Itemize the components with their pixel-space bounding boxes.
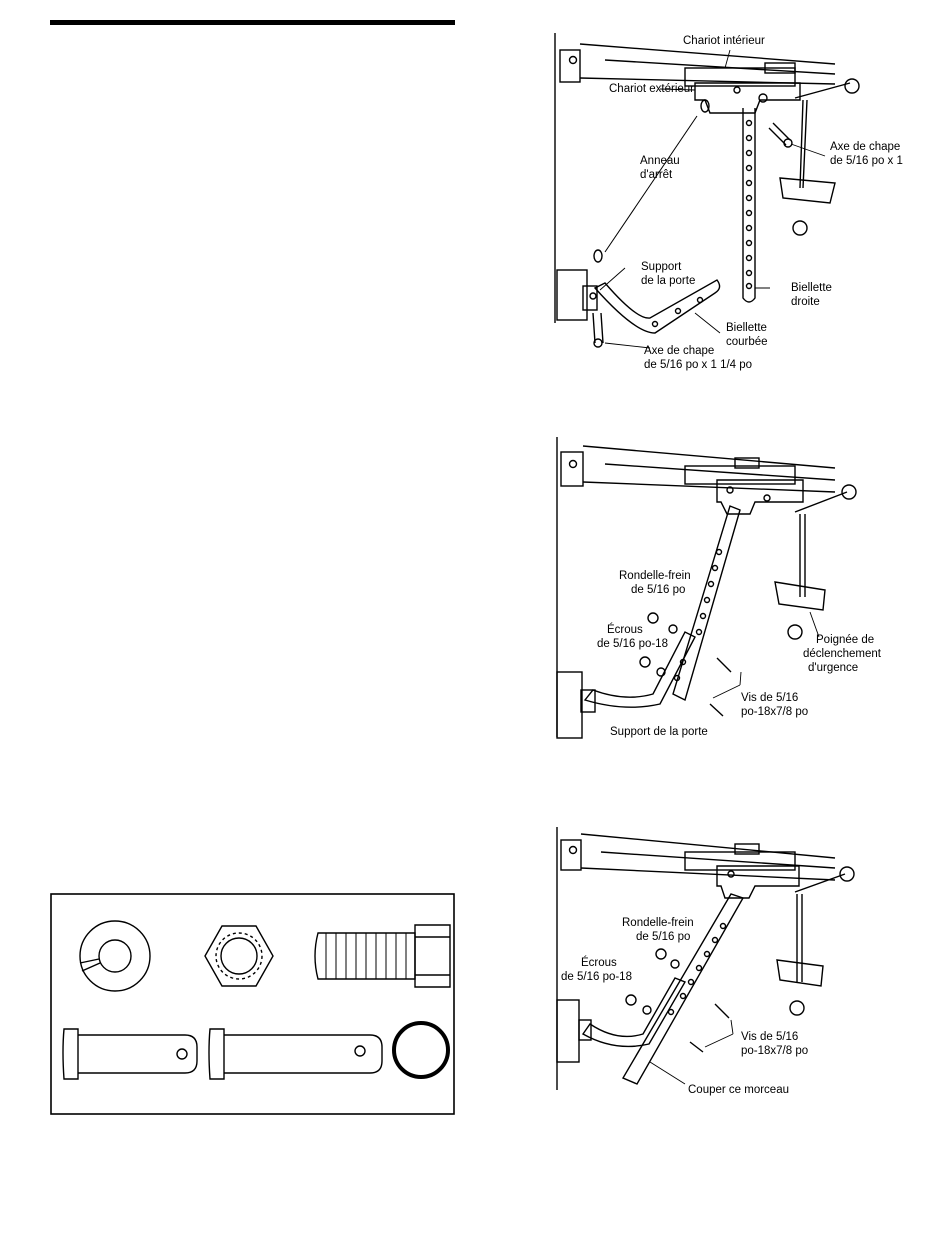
label-inner-trolley: Chariot intérieur bbox=[683, 35, 765, 47]
figure-arm-assembly: Chariot intérieur Chariot extérieur Axe … bbox=[545, 28, 950, 378]
clevis-pin-short-icon bbox=[62, 1028, 198, 1080]
hardware-drawing bbox=[50, 893, 455, 1115]
label-clevis-pin-bottom-1: Axe de chape bbox=[644, 345, 714, 357]
label-clevis-pin-right-1: Axe de chape bbox=[830, 141, 900, 153]
label-nuts-1: Écrous bbox=[581, 956, 617, 969]
label-bracket-2: de la porte bbox=[641, 275, 695, 287]
label-nuts-2: de 5/16 po-18 bbox=[597, 638, 668, 650]
label-lock-washer-2: de 5/16 po bbox=[636, 931, 690, 943]
label-lock-washer-1: Rondelle-frein bbox=[619, 570, 691, 582]
figure-arm-fastening-drawing: Rondelle-frein de 5/16 po Écrous de 5/16… bbox=[556, 437, 882, 739]
label-door-bracket: Support de la porte bbox=[610, 726, 708, 738]
label-emergency-1: Poignée de bbox=[816, 634, 874, 646]
label-clevis-pin-right-2: de 5/16 po x 1 bbox=[830, 155, 903, 167]
figure-arm-cut: Rondelle-frein de 5/16 po Écrous de 5/16… bbox=[545, 822, 950, 1102]
label-curved-arm-2: courbée bbox=[726, 336, 768, 348]
label-screws-1: Vis de 5/16 bbox=[741, 692, 798, 704]
label-nuts-1: Écrous bbox=[607, 623, 643, 636]
label-ring-2: d'arrêt bbox=[640, 169, 673, 181]
label-nuts-2: de 5/16 po-18 bbox=[561, 971, 632, 983]
label-curved-arm-1: Biellette bbox=[726, 322, 767, 334]
figure-arm-fastening: Rondelle-frein de 5/16 po Écrous de 5/16… bbox=[545, 432, 950, 742]
label-lock-washer-1: Rondelle-frein bbox=[622, 917, 694, 929]
label-screws-1: Vis de 5/16 bbox=[741, 1031, 798, 1043]
label-screws-2: po-18x7/8 po bbox=[741, 706, 808, 718]
clevis-pin-long-icon bbox=[208, 1028, 383, 1080]
label-emergency-3: d'urgence bbox=[808, 662, 858, 674]
section-title-rule bbox=[50, 20, 455, 25]
figure-arm-cut-drawing: Rondelle-frein de 5/16 po Écrous de 5/16… bbox=[556, 827, 855, 1096]
label-cut-piece: Couper ce morceau bbox=[688, 1084, 789, 1096]
label-bracket-1: Support bbox=[641, 261, 682, 273]
label-screws-2: po-18x7/8 po bbox=[741, 1045, 808, 1057]
label-straight-arm-1: Biellette bbox=[791, 282, 832, 294]
label-clevis-pin-bottom-2: de 5/16 po x 1 1/4 po bbox=[644, 359, 752, 371]
label-lock-washer-2: de 5/16 po bbox=[631, 584, 685, 596]
label-ring-1: Anneau bbox=[640, 155, 680, 167]
label-emergency-2: déclenchement bbox=[803, 648, 882, 660]
snap-ring-icon bbox=[392, 1021, 450, 1079]
hex-nut-icon bbox=[204, 925, 274, 987]
hardware-box bbox=[50, 893, 455, 1115]
label-straight-arm-2: droite bbox=[791, 296, 820, 308]
bolt-icon bbox=[314, 924, 451, 988]
label-outer-trolley: Chariot extérieur bbox=[609, 83, 694, 95]
lock-washer-icon bbox=[79, 920, 151, 992]
figure-arm-assembly-drawing: Chariot intérieur Chariot extérieur Axe … bbox=[554, 33, 903, 371]
